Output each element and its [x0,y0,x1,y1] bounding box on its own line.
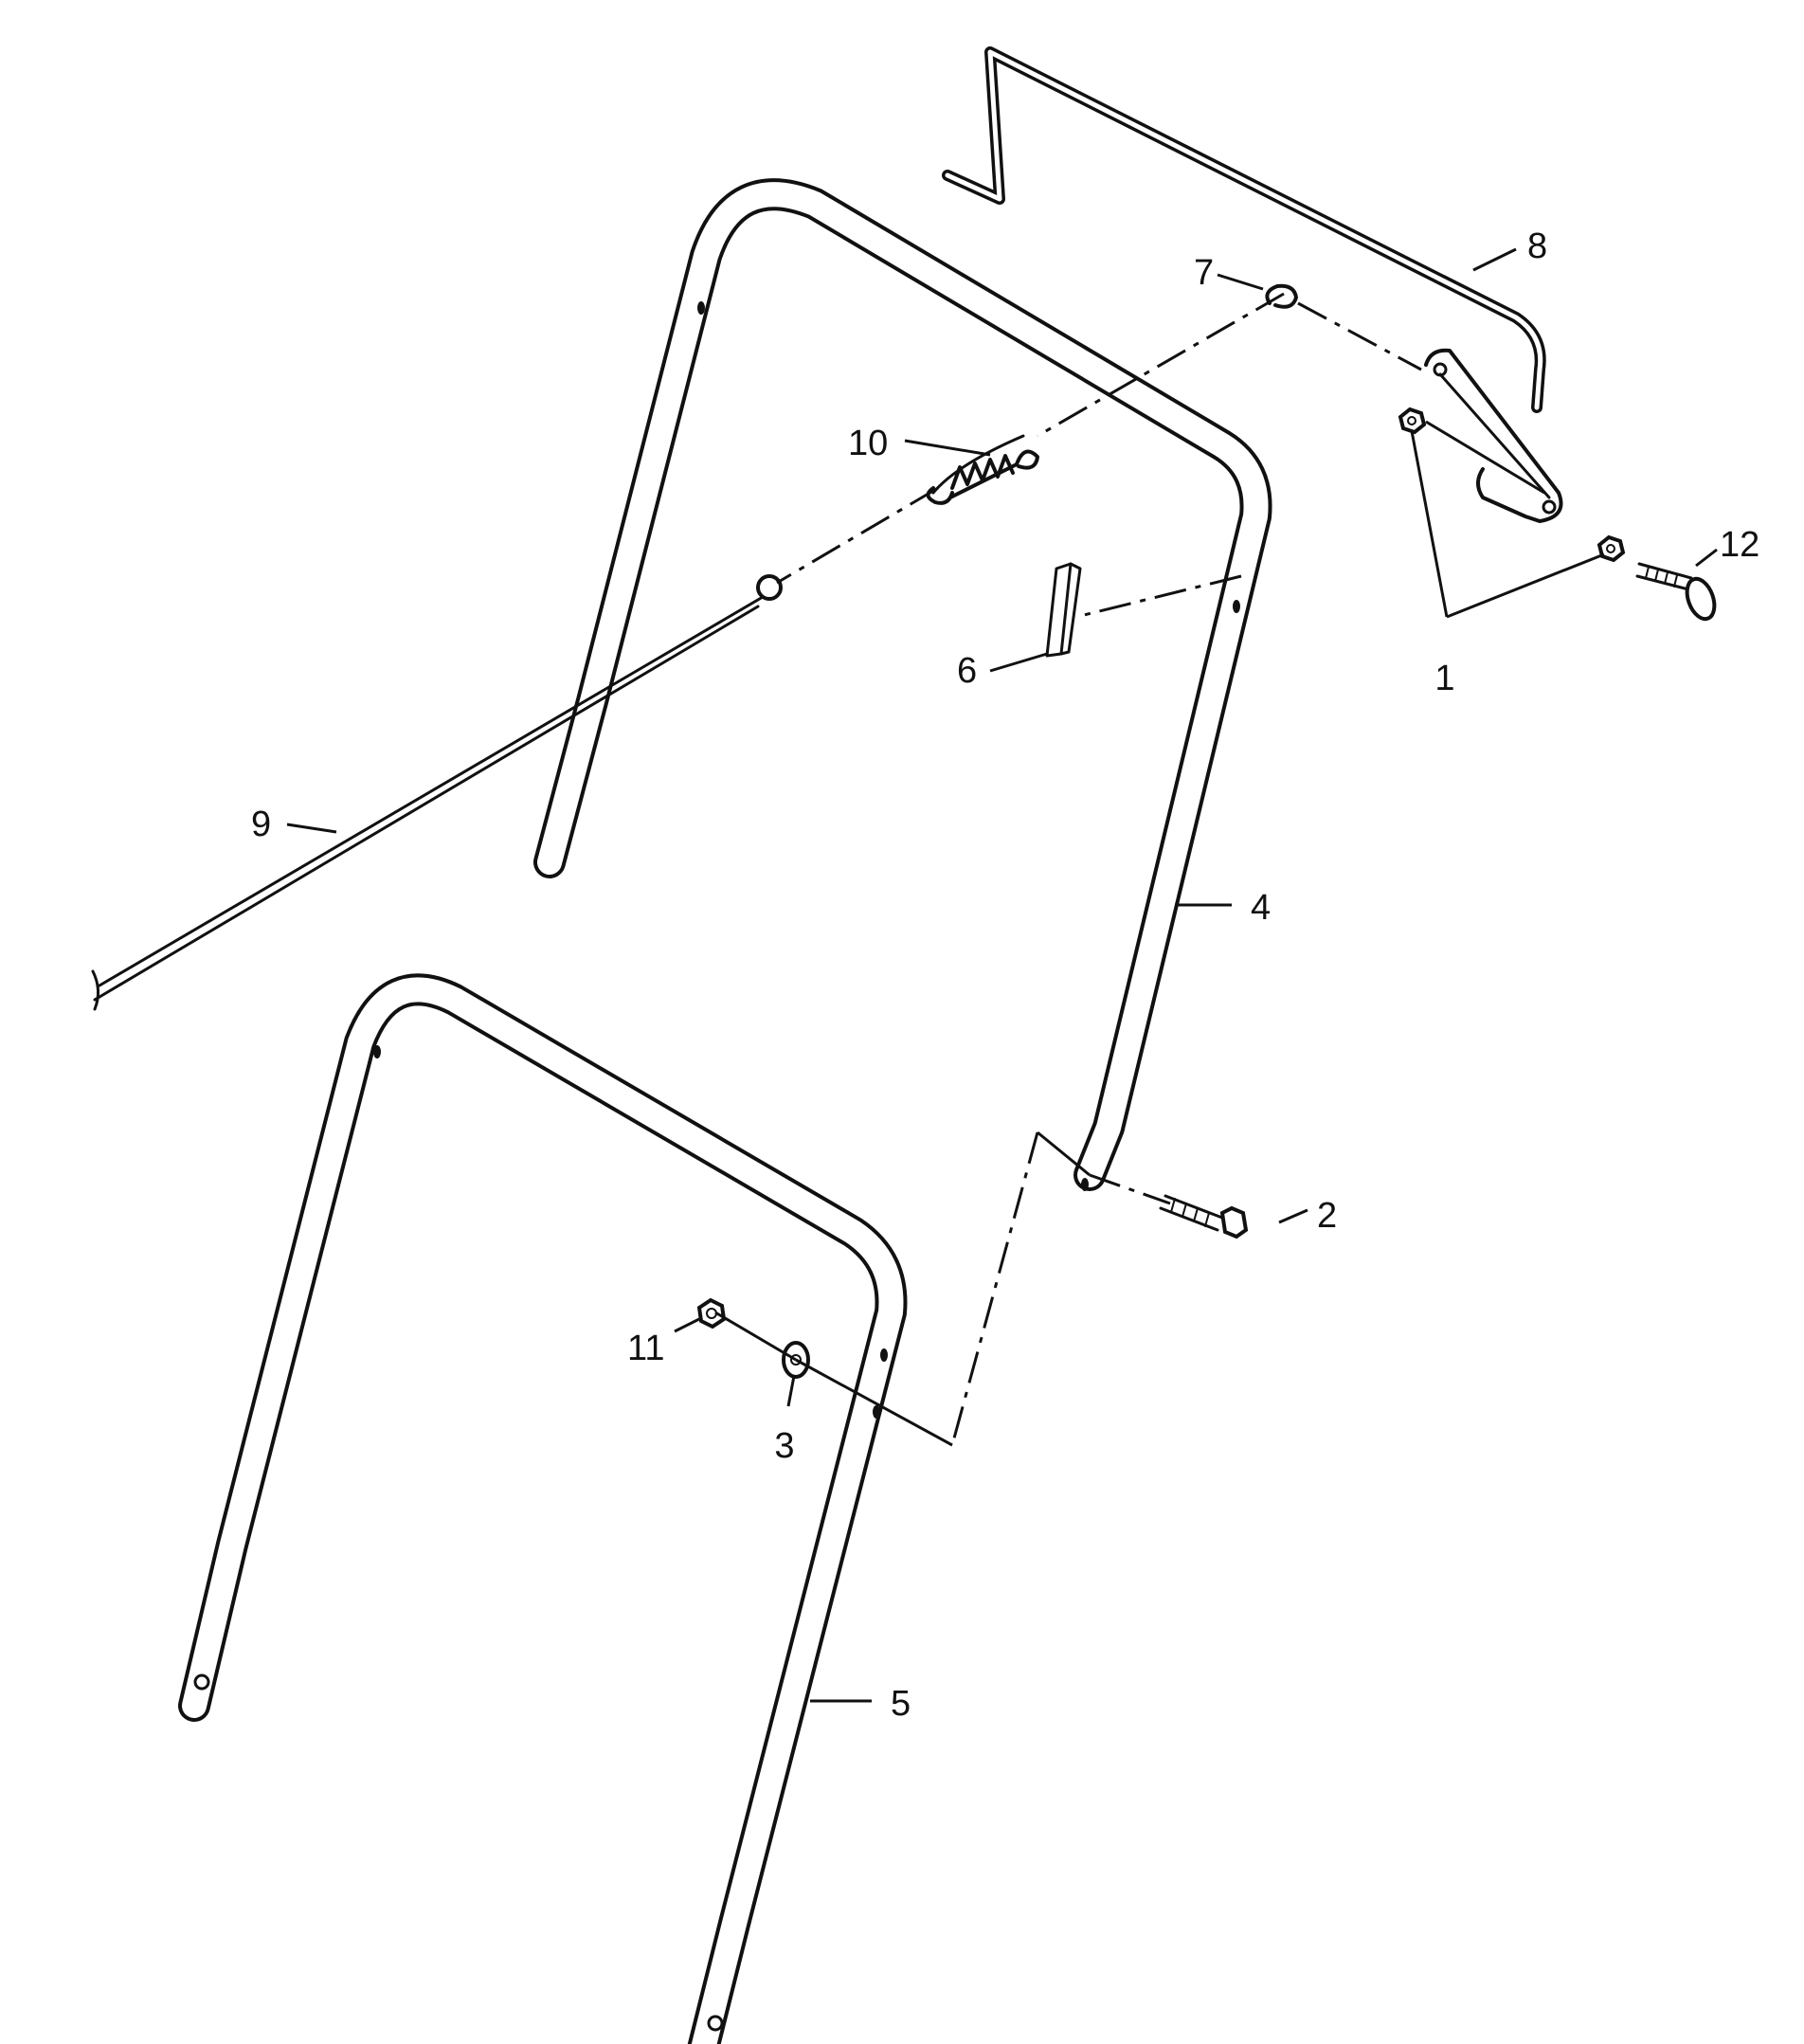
callout-3: 3 [774,1426,794,1466]
part-8-control-bail [942,46,1546,413]
part-12-carriage-bolt [1635,562,1717,622]
lower-handle-hole [707,2015,724,2032]
upper-handle-hole [1081,1178,1089,1191]
part-6-cable-bracket [1045,562,1082,658]
part-2-hex-bolt [1159,1194,1249,1239]
callout-12: 12 [1720,525,1759,565]
assembly-centerlines [714,292,1545,1447]
control-lever [1424,348,1563,523]
callout-9: 9 [251,805,271,844]
lower-handle-hole [373,1045,381,1058]
lower-handle-hole [193,1673,210,1691]
cable-eyelet [756,574,783,601]
part-10-spring [926,434,1039,505]
callout-2: 2 [1317,1196,1337,1236]
callout-5: 5 [891,1684,911,1724]
upper-handle-hole [697,301,705,315]
callout-10: 10 [848,424,888,463]
upper-handle-hole [1233,600,1240,613]
callout-8: 8 [1527,226,1547,266]
callout-leaders [286,247,1718,1703]
callout-labels: 1 2 3 4 5 6 7 8 9 10 11 12 [251,226,1759,1724]
part-11-nut [696,1297,727,1330]
callout-7: 7 [1194,253,1214,293]
part-9-control-cable [91,574,783,1011]
part-7-clip [1265,283,1298,309]
callout-4: 4 [1251,888,1271,928]
callout-6: 6 [957,651,977,691]
lower-handle-hole [873,1405,880,1419]
lower-handle-hole [880,1348,888,1362]
part-5-lower-handle [178,973,908,2044]
part-4-upper-handle [533,178,1272,1191]
callout-1: 1 [1434,659,1454,698]
callout-11: 11 [627,1329,664,1368]
